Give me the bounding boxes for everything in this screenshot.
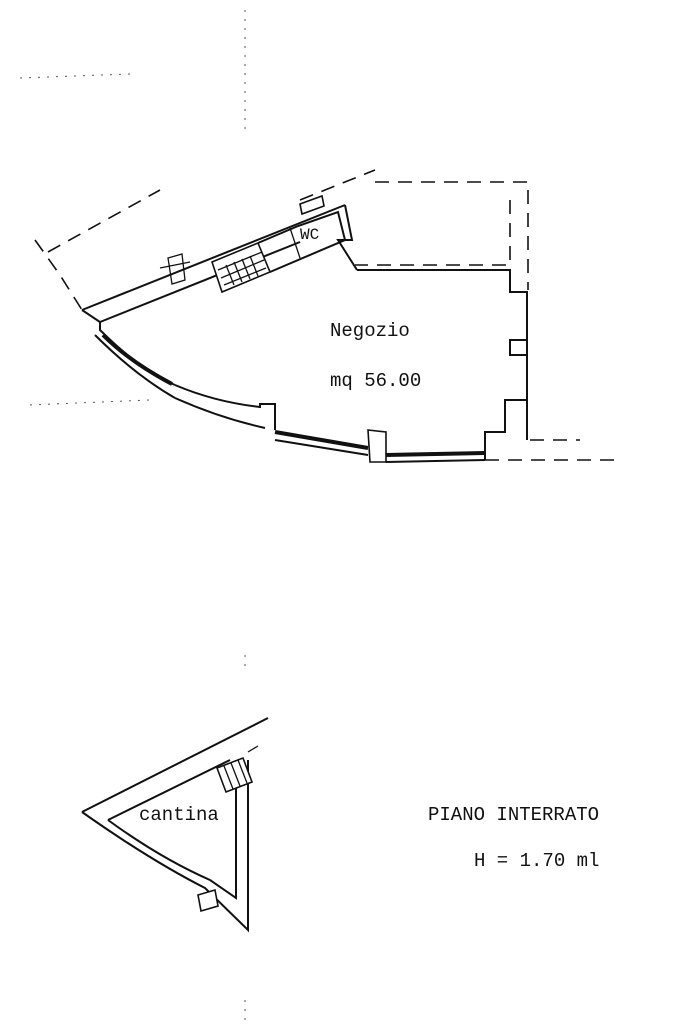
shop-area-label: mq 56.00: [330, 370, 421, 392]
cellar-walls: [81, 717, 269, 933]
level-title: PIANO INTERRATO: [428, 804, 599, 826]
cellar-label: cantina: [139, 804, 219, 826]
adjacent-property-outline: [34, 169, 620, 461]
cellar-staircase: [215, 745, 259, 794]
scan-dots: [19, 10, 246, 1020]
wc-room: [257, 194, 347, 273]
shop-name-label: Negozio: [330, 320, 410, 342]
entry-fixture: [159, 253, 191, 285]
shop-walls: [81, 204, 528, 463]
ceiling-height: H = 1.70 ml: [474, 850, 599, 872]
shop-staircase: [211, 241, 272, 294]
wc-label: WC: [300, 226, 319, 244]
